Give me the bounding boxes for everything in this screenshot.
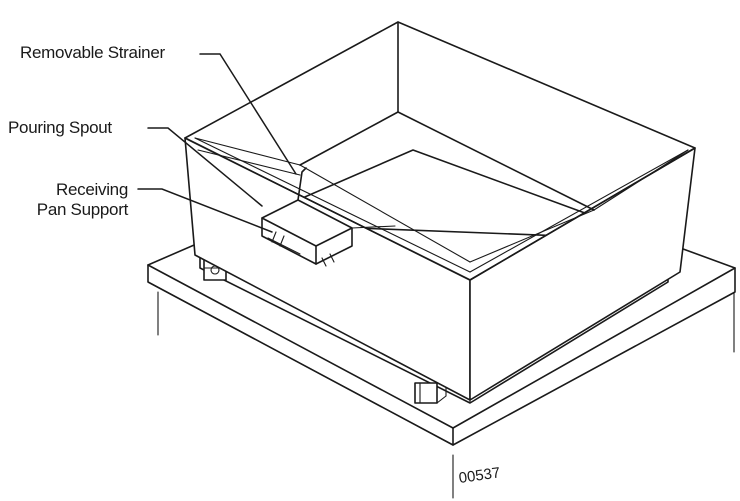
- strainer-assembly: [261, 167, 396, 267]
- label-pouring-spout: Pouring Spout: [8, 118, 112, 137]
- leg-lines: [157, 291, 735, 499]
- leader-lines: [137, 53, 297, 233]
- label-receiving: Receiving: [56, 180, 128, 199]
- frypot-body: [184, 21, 696, 401]
- label-removable-strainer: Removable Strainer: [20, 43, 165, 62]
- label-pan-support: Pan Support: [36, 200, 129, 219]
